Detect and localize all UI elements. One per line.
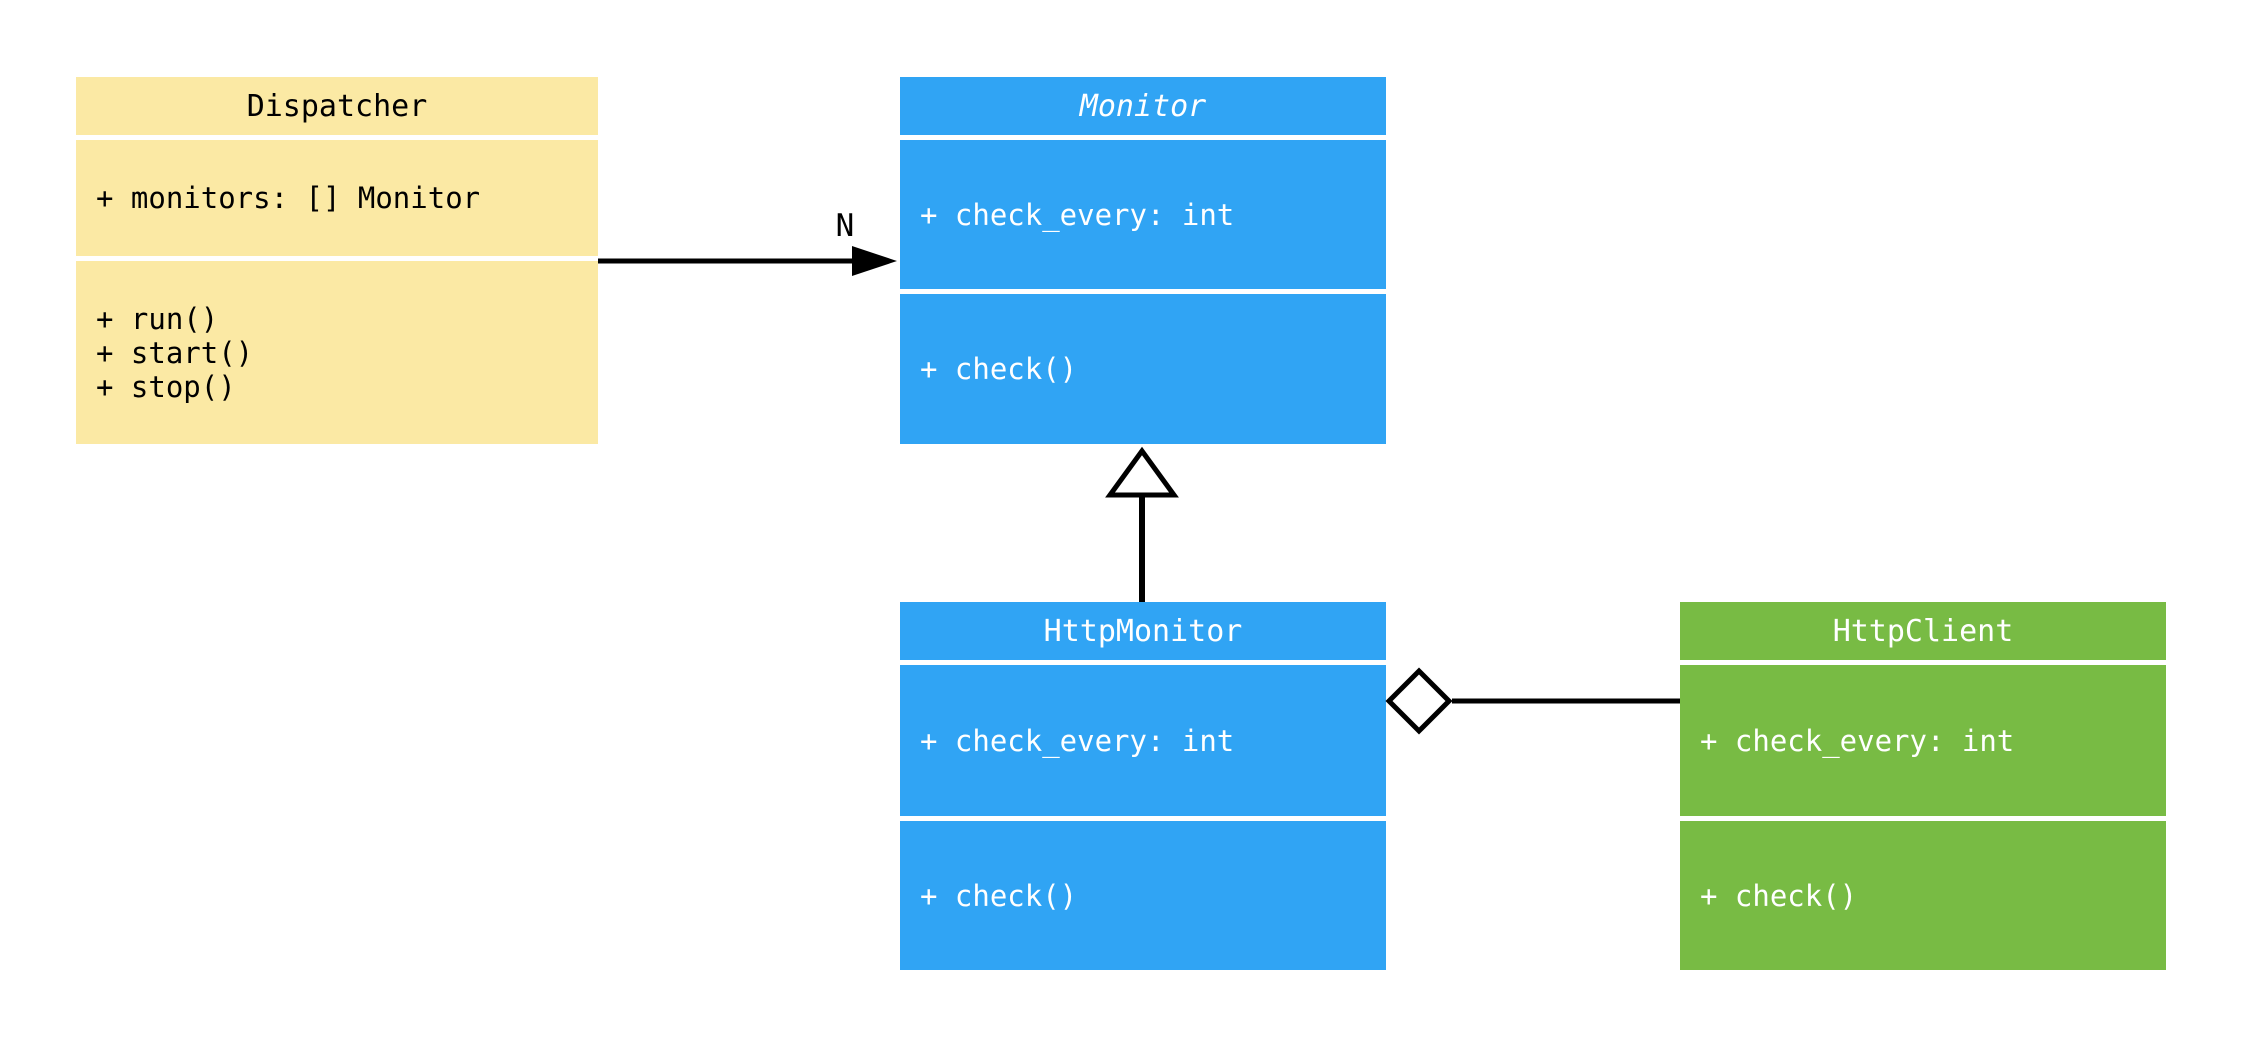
class-attribute: + monitors: [] Monitor	[96, 181, 481, 215]
multiplicity-label: N	[835, 208, 855, 244]
aggregation-httpmonitor-httpclient	[1385, 667, 1680, 735]
inheritance-triangle-icon	[1105, 446, 1179, 498]
class-attributes-section: + monitors: [] Monitor	[76, 140, 598, 256]
class-box-httpclient: HttpClient + check_every: int + check()	[1680, 602, 2166, 970]
class-method: + check()	[920, 352, 1078, 386]
class-title: HttpClient	[1680, 602, 2166, 660]
class-method: + run()	[96, 301, 219, 336]
class-methods-section: + check()	[1680, 821, 2166, 970]
class-methods-section: + run() + start() + stop()	[76, 261, 598, 444]
class-attribute: + check_every: int	[920, 723, 1235, 758]
class-title: Monitor	[900, 77, 1386, 135]
class-attributes-section: + check_every: int	[900, 140, 1386, 289]
class-box-httpmonitor: HttpMonitor + check_every: int + check()	[900, 602, 1386, 970]
class-attribute: + check_every: int	[920, 197, 1235, 232]
class-attribute: + check_every: int	[1700, 723, 2015, 758]
class-box-dispatcher: Dispatcher + monitors: [] Monitor + run(…	[76, 77, 598, 444]
association-arrowhead-icon	[852, 246, 897, 276]
class-methods-section: + check()	[900, 821, 1386, 970]
class-attributes-section: + check_every: int	[1680, 665, 2166, 816]
class-attributes-section: + check_every: int	[900, 665, 1386, 816]
inheritance-httpmonitor-monitor	[1105, 446, 1179, 602]
class-title: Dispatcher	[76, 77, 598, 135]
class-method: + stop()	[96, 369, 236, 404]
class-method: + check()	[1700, 878, 1858, 913]
class-method: + start()	[96, 335, 254, 370]
aggregation-diamond-icon	[1385, 667, 1453, 735]
class-box-monitor: Monitor + check_every: int + check()	[900, 77, 1386, 444]
association-dispatcher-monitor	[598, 246, 897, 276]
class-method: + check()	[920, 878, 1078, 913]
class-methods-section: + check()	[900, 294, 1386, 444]
class-title: HttpMonitor	[900, 602, 1386, 660]
